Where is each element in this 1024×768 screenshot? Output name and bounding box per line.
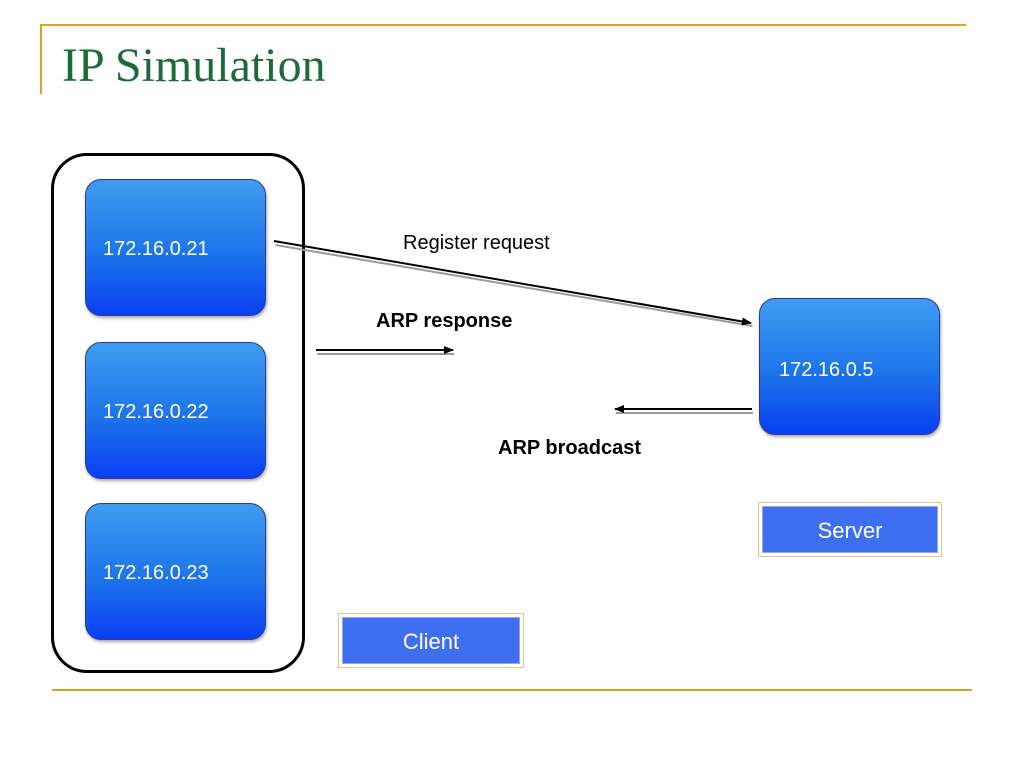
arp-broadcast-arrow [614,405,753,414]
register-request-label: Register request [403,232,550,254]
arp-broadcast-label: ARP broadcast [498,437,642,459]
client-tag: Client [342,617,520,664]
top-rule [40,24,966,26]
bottom-rule [52,689,972,691]
side-rule [40,24,42,94]
client-node-21-label: 172.16.0.21 [103,238,209,260]
client-node-21: 172.16.0.21 [85,179,266,316]
page-title: IP Simulation [62,39,326,92]
client-node-23-label: 172.16.0.23 [103,562,209,584]
register-request-arrow [273,240,753,327]
arp-response-label: ARP response [376,310,513,332]
arp-response-arrow [316,346,454,355]
client-node-22-label: 172.16.0.22 [103,401,209,423]
client-node-22: 172.16.0.22 [85,342,266,479]
server-tag: Server [762,506,938,553]
client-node-23: 172.16.0.23 [85,503,266,640]
server-node: 172.16.0.5 [759,298,940,435]
server-node-label: 172.16.0.5 [779,359,874,381]
